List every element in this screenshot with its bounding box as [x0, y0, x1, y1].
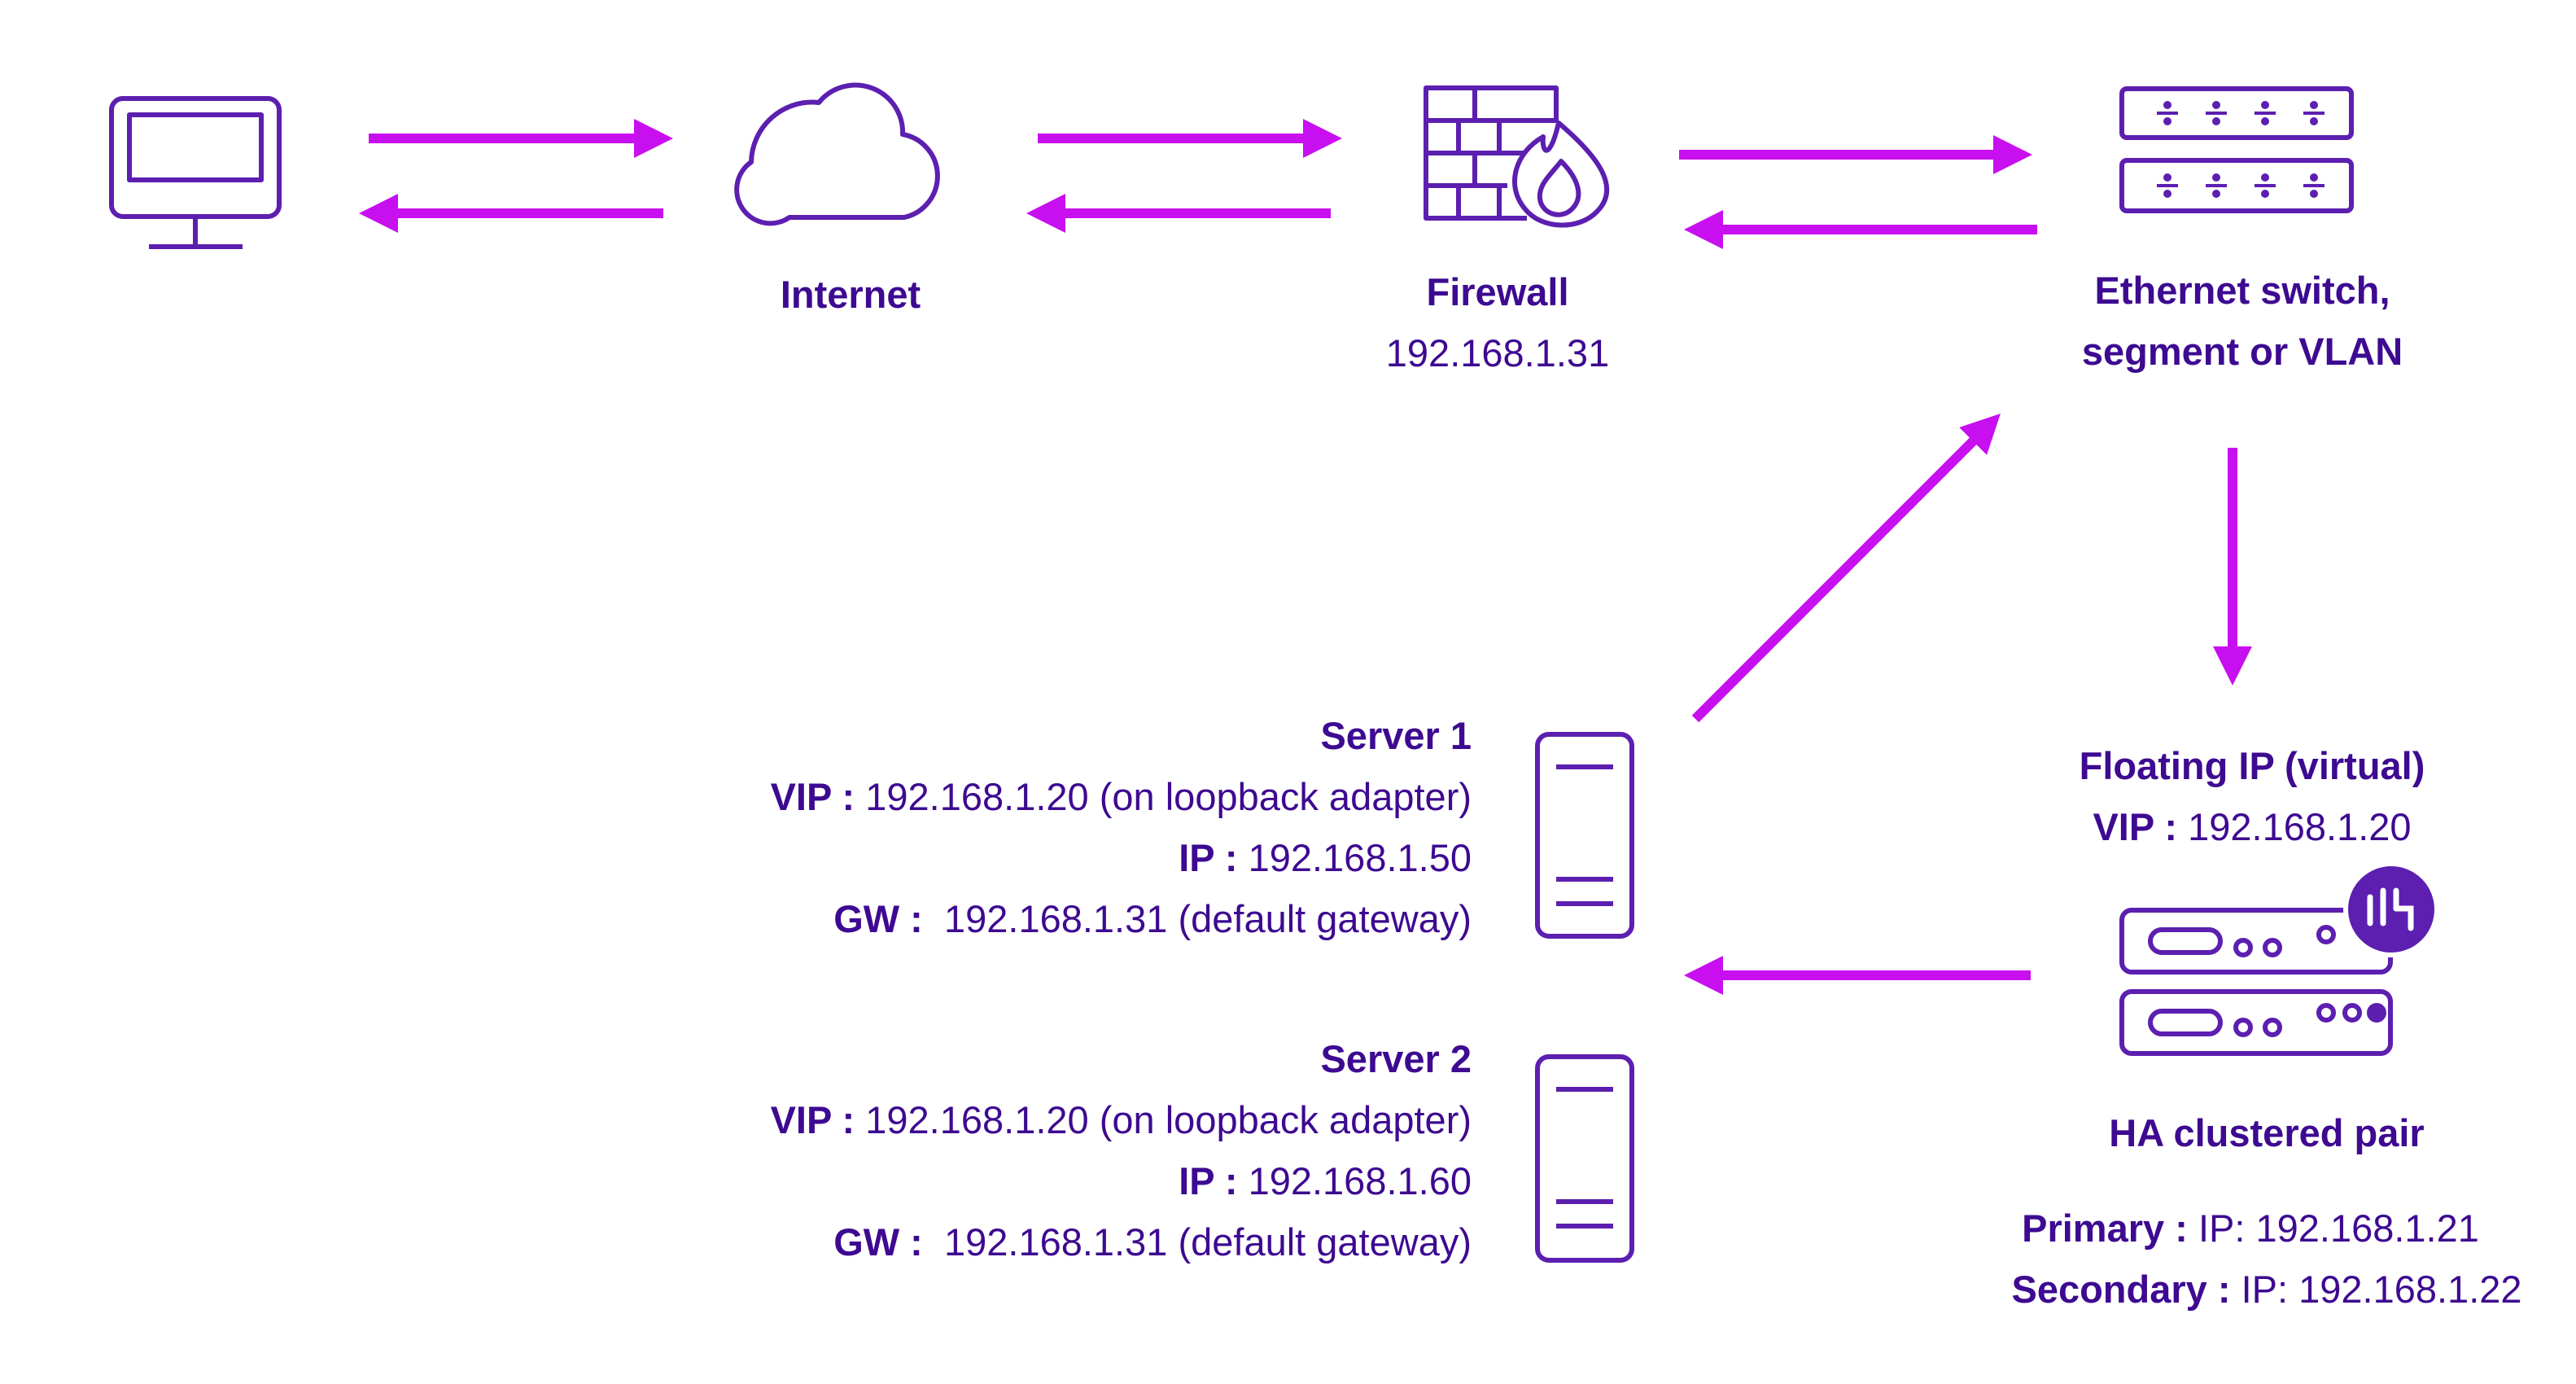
switch-port-dot	[2261, 190, 2269, 198]
internet-label: Internet	[780, 273, 921, 316]
switch-port-dot	[2310, 190, 2318, 198]
gw-key: GW :	[833, 1220, 923, 1264]
switch-port-dot	[2212, 101, 2220, 109]
ip-value: 192.168.1.50	[1248, 836, 1472, 879]
firewall-label: Firewall	[1426, 270, 1569, 313]
vip-value: 192.168.1.20 (on loopback adapter)	[865, 1098, 1472, 1141]
switch-port-dot	[2310, 101, 2318, 109]
firewall-ip: 192.168.1.31	[1385, 331, 1610, 374]
gw-value: 192.168.1.31 (default gateway)	[943, 1220, 1472, 1264]
switch-label-line1: Ethernet switch,	[2094, 269, 2390, 312]
switch-port-dot	[2310, 173, 2318, 182]
switch-port-dot	[2163, 190, 2171, 198]
switch-port-dot	[2212, 173, 2220, 182]
server-icon	[1535, 732, 1634, 939]
ha-secondary: Secondary : IP: 192.168.1.22	[2011, 1266, 2521, 1314]
monitor-icon	[109, 96, 282, 249]
ip-key: IP :	[1179, 1159, 1238, 1202]
vip-value: 192.168.1.20	[2188, 805, 2412, 848]
vip-value: 192.168.1.20 (on loopback adapter)	[865, 775, 1472, 818]
gw-value: 192.168.1.31 (default gateway)	[943, 897, 1472, 940]
arrow-server-to-switch	[1691, 414, 2001, 723]
floating-ip-title: Floating IP (virtual)	[2079, 744, 2425, 787]
switch-port-dot	[2261, 173, 2269, 182]
loadbalancer-logo-icon	[2343, 861, 2439, 957]
secondary-value: IP: 192.168.1.22	[2241, 1268, 2522, 1311]
ha-pair-title: HA clustered pair	[2109, 1111, 2425, 1154]
switch-port-dot	[2163, 101, 2171, 109]
server2-vip: VIP : 192.168.1.20 (on loopback adapter)	[771, 1097, 1472, 1145]
vip-key: VIP :	[770, 775, 855, 818]
switch-label-line2: segment or VLAN	[2081, 330, 2403, 373]
switch-port-dot	[2212, 117, 2220, 125]
gw-key: GW :	[833, 897, 923, 940]
server-icon	[1535, 1054, 1634, 1263]
switch-port-dot	[2163, 173, 2171, 182]
vip-key: VIP :	[770, 1098, 855, 1141]
server1-ip: IP : 192.168.1.50	[1179, 834, 1472, 883]
server2-title: Server 2	[1320, 1037, 1472, 1080]
vip-key: VIP :	[2093, 805, 2178, 848]
firewall-icon	[1424, 85, 1610, 228]
ip-value: 192.168.1.60	[1248, 1159, 1472, 1202]
server2-ip: IP : 192.168.1.60	[1179, 1158, 1472, 1206]
primary-value: IP: 192.168.1.21	[2198, 1207, 2479, 1250]
server2-gw: GW : 192.168.1.31 (default gateway)	[833, 1219, 1472, 1267]
secondary-key: Secondary :	[2011, 1268, 2231, 1311]
switch-ports	[2157, 101, 2325, 198]
switch-port-dot	[2163, 117, 2171, 125]
server1-gw: GW : 192.168.1.31 (default gateway)	[833, 896, 1472, 944]
switch-port-dot	[2261, 117, 2269, 125]
switch-port-dot	[2261, 101, 2269, 109]
ha-primary: Primary : IP: 192.168.1.21	[2022, 1205, 2479, 1253]
cloud-icon	[734, 82, 940, 226]
primary-key: Primary :	[2022, 1207, 2188, 1250]
switch-port-dot	[2310, 117, 2318, 125]
switch-port-dot	[2212, 190, 2220, 198]
server1-title: Server 1	[1320, 714, 1472, 757]
server1-vip: VIP : 192.168.1.20 (on loopback adapter)	[771, 773, 1472, 821]
floating-ip-vip: VIP : 192.168.1.20	[2093, 804, 2411, 852]
ethernet-switch-icon	[2119, 86, 2354, 213]
ip-key: IP :	[1179, 836, 1238, 879]
